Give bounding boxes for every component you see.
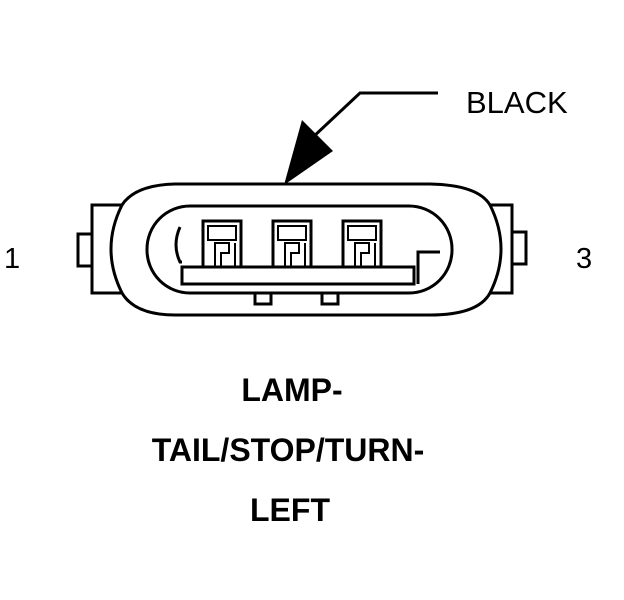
terminal-pin-2	[271, 219, 313, 269]
right-keyway	[416, 250, 440, 284]
left-cap-seam	[109, 204, 124, 294]
callout-arrowhead	[284, 120, 333, 185]
terminal-pin-3	[341, 219, 383, 269]
pin-1-label: 1	[4, 243, 20, 275]
right-latch-tab	[510, 230, 528, 266]
callout-leader	[310, 91, 438, 140]
pin-3-label: 3	[576, 243, 592, 275]
terminal-pins	[201, 219, 383, 269]
caption-line-2: TAIL/STOP/TURN-	[152, 432, 425, 468]
caption-line-3: LEFT	[250, 492, 330, 528]
bottom-pip-right	[320, 291, 340, 306]
caption-line-1: LAMP-	[241, 372, 342, 408]
terminal-pin-1	[201, 219, 243, 269]
terminal-carrier-bar	[180, 265, 416, 286]
wire-color-label: BLACK	[466, 85, 568, 120]
bottom-pip-left	[253, 291, 273, 306]
right-cap-seam	[488, 204, 503, 294]
left-latch-tab	[76, 232, 94, 268]
cavity-keyway	[174, 226, 182, 264]
